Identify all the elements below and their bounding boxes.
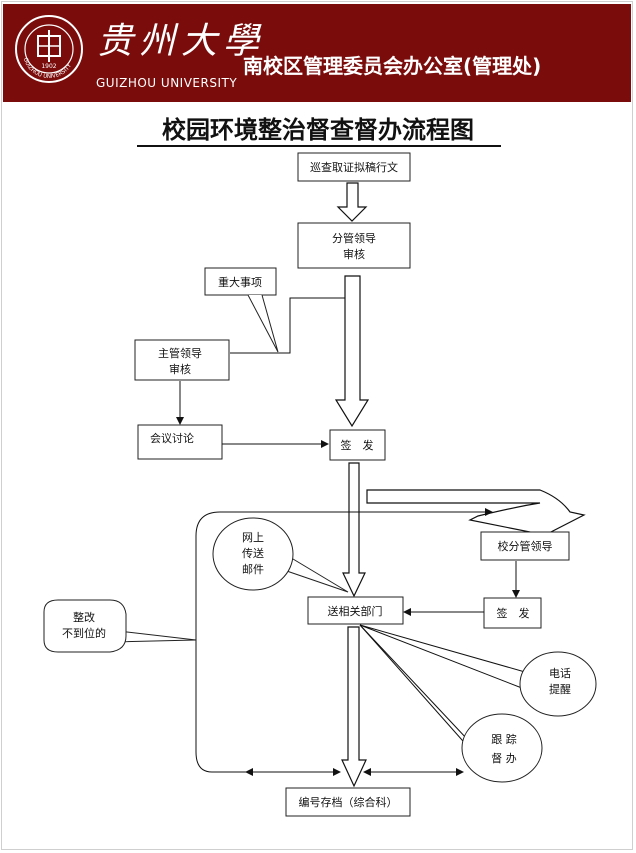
header-banner: 1902 GUIZHOU UNIVERSITY 贵州大學 GUIZHOU UNI… [3,4,631,102]
block-arrow-curved [366,489,586,536]
title-underline [137,145,501,147]
node-archive: 编号存档（综合科） [285,787,411,817]
node-branch-review-line1: 分管领导 [332,231,376,245]
rectify-loop [195,508,493,773]
fan-line-2 [359,624,528,691]
node-branch-review-line2: 审核 [343,247,365,261]
fan-line-3 [359,624,469,741]
node-phone-line1: 电话 [549,667,571,680]
node-follow-up: 跟 踪 督 办 [461,713,543,783]
node-inspect-label: 巡查取证拟稿行文 [310,160,398,174]
block-arrow-1 [336,182,368,222]
node-online-line2: 传送 [242,546,264,560]
node-send-departments-label: 送相关部门 [328,604,383,618]
node-archive-label: 编号存档（综合科） [299,795,398,809]
university-name-en: GUIZHOU UNIVERSITY [96,76,238,90]
node-major-matter-label: 重大事项 [218,275,262,289]
node-campus-leader-label: 校分管领导 [498,539,553,553]
block-arrow-3 [342,462,366,598]
node-rectify-line2: 不到位的 [62,626,106,640]
fan-line-4 [359,624,479,759]
connector-branch-to-main [230,297,345,354]
block-arrow-4 [341,626,367,788]
node-meeting-label: 会议讨论 [150,431,194,445]
page-title: 校园环境整治督查督办流程图 [162,116,474,144]
university-name-cn: 贵州大學 [97,21,266,62]
office-title: 南校区管理委员会办公室(管理处) [243,54,542,78]
node-online-line3: 邮件 [242,563,264,576]
node-inspect: 巡查取证拟稿行文 [297,152,411,182]
node-rectify-line1: 整改 [73,610,95,624]
node-phone-line2: 提醒 [549,683,571,696]
node-follow-up-line1: 跟 踪 [491,732,517,746]
node-campus-leader: 校分管领导 [480,531,570,561]
node-branch-review: 分管领导 审核 [297,222,411,269]
node-major-matter: 重大事项 [204,267,279,353]
node-sign-issue-label: 签 发 [341,438,374,452]
node-rectify: 整改 不到位的 [43,599,197,653]
node-main-review-line2: 审核 [169,362,191,376]
block-arrow-2 [334,275,370,428]
seal-year: 1902 [41,63,56,70]
node-meeting: 会议讨论 [137,424,223,460]
node-phone: 电话 提醒 [519,651,597,717]
node-sign-issue-2-label: 签 发 [497,606,530,620]
node-main-review-line1: 主管领导 [158,346,202,360]
node-follow-up-line2: 督 办 [491,751,517,765]
node-online-line1: 网上 [242,531,264,544]
node-send-departments: 送相关部门 [307,596,404,625]
node-main-review: 主管领导 审核 [134,339,230,381]
node-sign-issue-2: 签 发 [483,597,542,629]
node-online: 网上 传送 邮件 [212,517,349,593]
fan-line-1 [359,624,526,673]
university-seal-logo: 1902 GUIZHOU UNIVERSITY [15,15,83,83]
node-sign-issue: 签 发 [329,429,386,461]
